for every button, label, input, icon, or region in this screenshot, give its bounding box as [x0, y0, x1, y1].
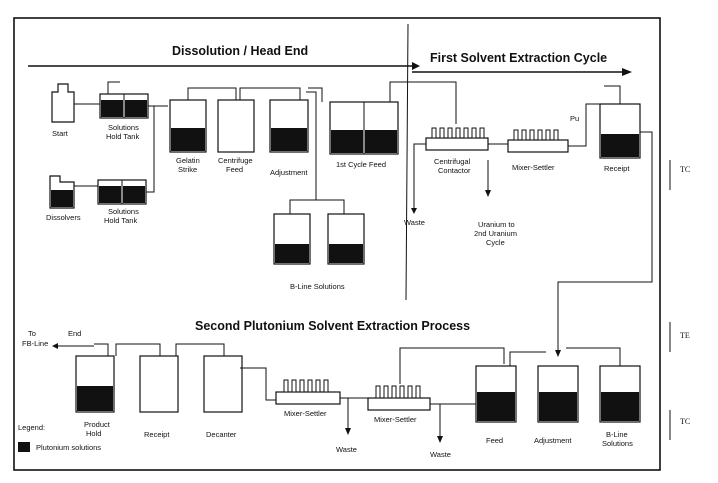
label-mixer-settler-b1: Mixer-Settler: [284, 409, 327, 418]
label-mixer-settler-b2: Mixer-Settler: [374, 415, 417, 424]
label-gelatin-a: Gelatin: [176, 156, 200, 165]
b-line-solutions-bottom-tank: [599, 365, 641, 423]
label-contactor-b: Contactor: [438, 166, 471, 175]
receipt-top-tank: [599, 103, 641, 159]
side-mark-tc-1: TC: [680, 165, 690, 174]
mixer-settler-bottom-2: [367, 385, 431, 411]
label-feed: Feed: [486, 436, 503, 445]
first-cycle-arrowhead: [622, 68, 632, 76]
solutions-hold-tank-2: [97, 179, 147, 205]
label-start: Start: [52, 129, 69, 138]
heading-dissolution: Dissolution / Head End: [172, 44, 308, 58]
mixer-settler-top: [507, 129, 569, 153]
label-to-fb-b: FB-Line: [22, 339, 48, 348]
label-uranium-c: Cycle: [486, 238, 505, 247]
label-uranium-a: Uranium to: [478, 220, 515, 229]
product-hold-tank: [75, 355, 115, 413]
adjustment-top-tank: [269, 99, 309, 153]
label-hold-tank-2-a: Solutions: [108, 207, 139, 216]
label-centrifuge-b: Feed: [226, 165, 243, 174]
heading-first-cycle: First Solvent Extraction Cycle: [430, 51, 607, 65]
start-tank: [51, 83, 75, 123]
label-waste-b2: Waste: [430, 450, 451, 459]
label-hold-tank-2-b: Hold Tank: [104, 216, 137, 225]
legend-item: Plutonium solutions: [36, 443, 101, 452]
label-mixer-settler-top: Mixer-Settler: [512, 163, 555, 172]
label-hold-tank-1-b: Hold Tank: [106, 132, 139, 141]
feed-tank: [475, 365, 517, 423]
mixer-settler-bottom-1: [275, 379, 341, 405]
side-mark-tc-2: TC: [680, 417, 690, 426]
section-divider: [405, 23, 409, 301]
label-receipt-top: Receipt: [604, 164, 630, 173]
label-pu: Pu: [570, 114, 579, 123]
dissolvers-tank: [49, 175, 75, 209]
label-waste-b1: Waste: [336, 445, 357, 454]
centrifugal-contactor: [425, 127, 489, 151]
label-contactor-a: Centrifugal: [434, 157, 471, 166]
label-dissolvers: Dissolvers: [46, 213, 81, 222]
legend-title: Legend:: [18, 423, 45, 432]
centrifuge-feed-tank: [217, 99, 255, 153]
label-b-line-top: B-Line Solutions: [290, 282, 345, 291]
label-waste-top: Waste: [404, 218, 425, 227]
label-first-cycle-feed: 1st Cycle Feed: [336, 160, 386, 169]
heading-second-pu: Second Plutonium Solvent Extraction Proc…: [195, 319, 470, 333]
label-uranium-b: 2nd Uranium: [474, 229, 517, 238]
label-hold-tank-1-a: Solutions: [108, 123, 139, 132]
flow-to-waste-top: [413, 143, 426, 212]
label-product-b: Hold: [86, 429, 101, 438]
label-b-line-bottom-b: Solutions: [602, 439, 633, 448]
label-adjustment-bottom: Adjustment: [534, 436, 572, 445]
label-end: End: [68, 329, 81, 338]
b-line-solutions-top-tanks: [273, 213, 365, 265]
adjustment-bottom-tank: [537, 365, 579, 423]
label-gelatin-b: Strike: [178, 165, 197, 174]
diagram-frame: [13, 17, 661, 471]
gelatin-strike-tank: [169, 99, 207, 153]
label-to-fb-a: To: [28, 329, 36, 338]
label-b-line-bottom-a: B-Line: [606, 430, 628, 439]
flow-receipt-to-second: [640, 131, 653, 283]
flow-hold-to-gelatin: [146, 105, 168, 193]
first-cycle-feed-tank: [329, 101, 399, 155]
legend-swatch: [18, 442, 30, 452]
decanter-tank: [203, 355, 243, 413]
receipt-bottom-tank: [139, 355, 179, 413]
side-mark-te: TE: [680, 331, 690, 340]
label-receipt-bottom: Receipt: [144, 430, 170, 439]
label-decanter: Decanter: [206, 430, 237, 439]
solutions-hold-tank-1: [99, 93, 149, 119]
flow-feed-to-contactor: [389, 81, 457, 124]
label-product-a: Product: [84, 420, 111, 429]
dissolution-arrowhead: [412, 62, 420, 70]
label-centrifuge-a: Centrifuge: [218, 156, 253, 165]
label-adjustment-top: Adjustment: [270, 168, 308, 177]
